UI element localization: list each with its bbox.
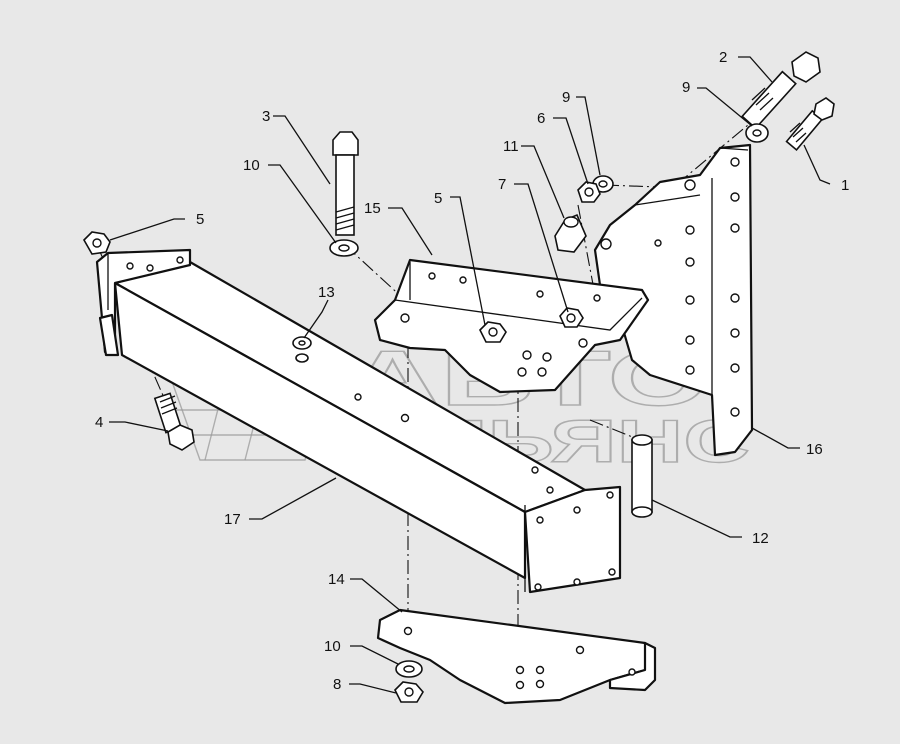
leader-6 [553,117,589,185]
leader-2 [738,56,773,83]
callout-8: 8 [333,676,341,693]
nut-6 [577,181,601,203]
leader-8 [349,683,397,694]
callout-1: 1 [841,177,849,194]
leader-10a [268,164,337,244]
callout-15: 15 [364,200,381,217]
callout-7: 7 [498,176,506,193]
leader-1 [803,144,831,185]
leader-16 [751,427,800,449]
leader-15 [388,207,433,256]
leader-4 [109,421,169,432]
leader-14 [350,578,403,613]
leader-5a [109,218,185,241]
leader-12 [651,499,742,538]
callout-3: 3 [262,108,270,125]
leader-7 [514,183,569,313]
nut-5-left [83,231,111,255]
leader-5b [450,196,486,326]
callout-5-bracket: 5 [434,190,442,207]
washer-10-upper [329,239,359,257]
washer-13 [292,336,312,363]
spacer-11 [554,213,587,253]
leader-9b [697,87,753,127]
callout-13: 13 [318,284,335,301]
axis-spacer11 [577,204,596,296]
washer-9-right [745,123,769,143]
bolt-1 [785,97,835,151]
vertical-mounting-plate-16 [593,143,754,457]
leader-9a [576,96,601,176]
callout-5-left: 5 [196,211,204,228]
bolt-3 [332,131,359,236]
callout-17: 17 [224,511,241,528]
callout-10-upper: 10 [243,157,260,174]
leader-10b [350,645,399,665]
bolt-2 [741,51,821,130]
nut-8 [394,681,424,703]
callout-11: 11 [503,138,519,155]
callout-12: 12 [752,530,769,547]
callout-10-lower: 10 [324,638,341,655]
upper-bracket-15 [373,258,650,394]
callout-14: 14 [328,571,345,588]
main-beam-17 [113,260,622,594]
bolt-4 [153,392,195,451]
callout-labels: 1 2 3 4 5 5 6 7 8 9 9 10 10 11 12 13 14 … [95,49,849,693]
axis-pin12 [589,419,641,441]
callout-16: 16 [806,441,823,458]
leader-3 [273,115,331,185]
callout-6: 6 [537,110,545,127]
beam-end-plate-left [95,248,192,357]
axis-bolt3 [344,244,406,301]
callout-2: 2 [719,49,727,66]
callout-9-right: 9 [682,79,690,96]
nut-7 [559,307,584,328]
callout-9-left: 9 [562,89,570,106]
leader-13 [303,299,329,339]
lower-plate-14 [376,608,657,705]
washer-10-lower [395,660,423,678]
leader-11 [521,145,565,219]
leader-17 [249,477,337,520]
callout-4: 4 [95,414,103,431]
pin-12 [631,434,653,518]
leader-lines [109,56,831,694]
nut-5-bracket [479,321,507,343]
